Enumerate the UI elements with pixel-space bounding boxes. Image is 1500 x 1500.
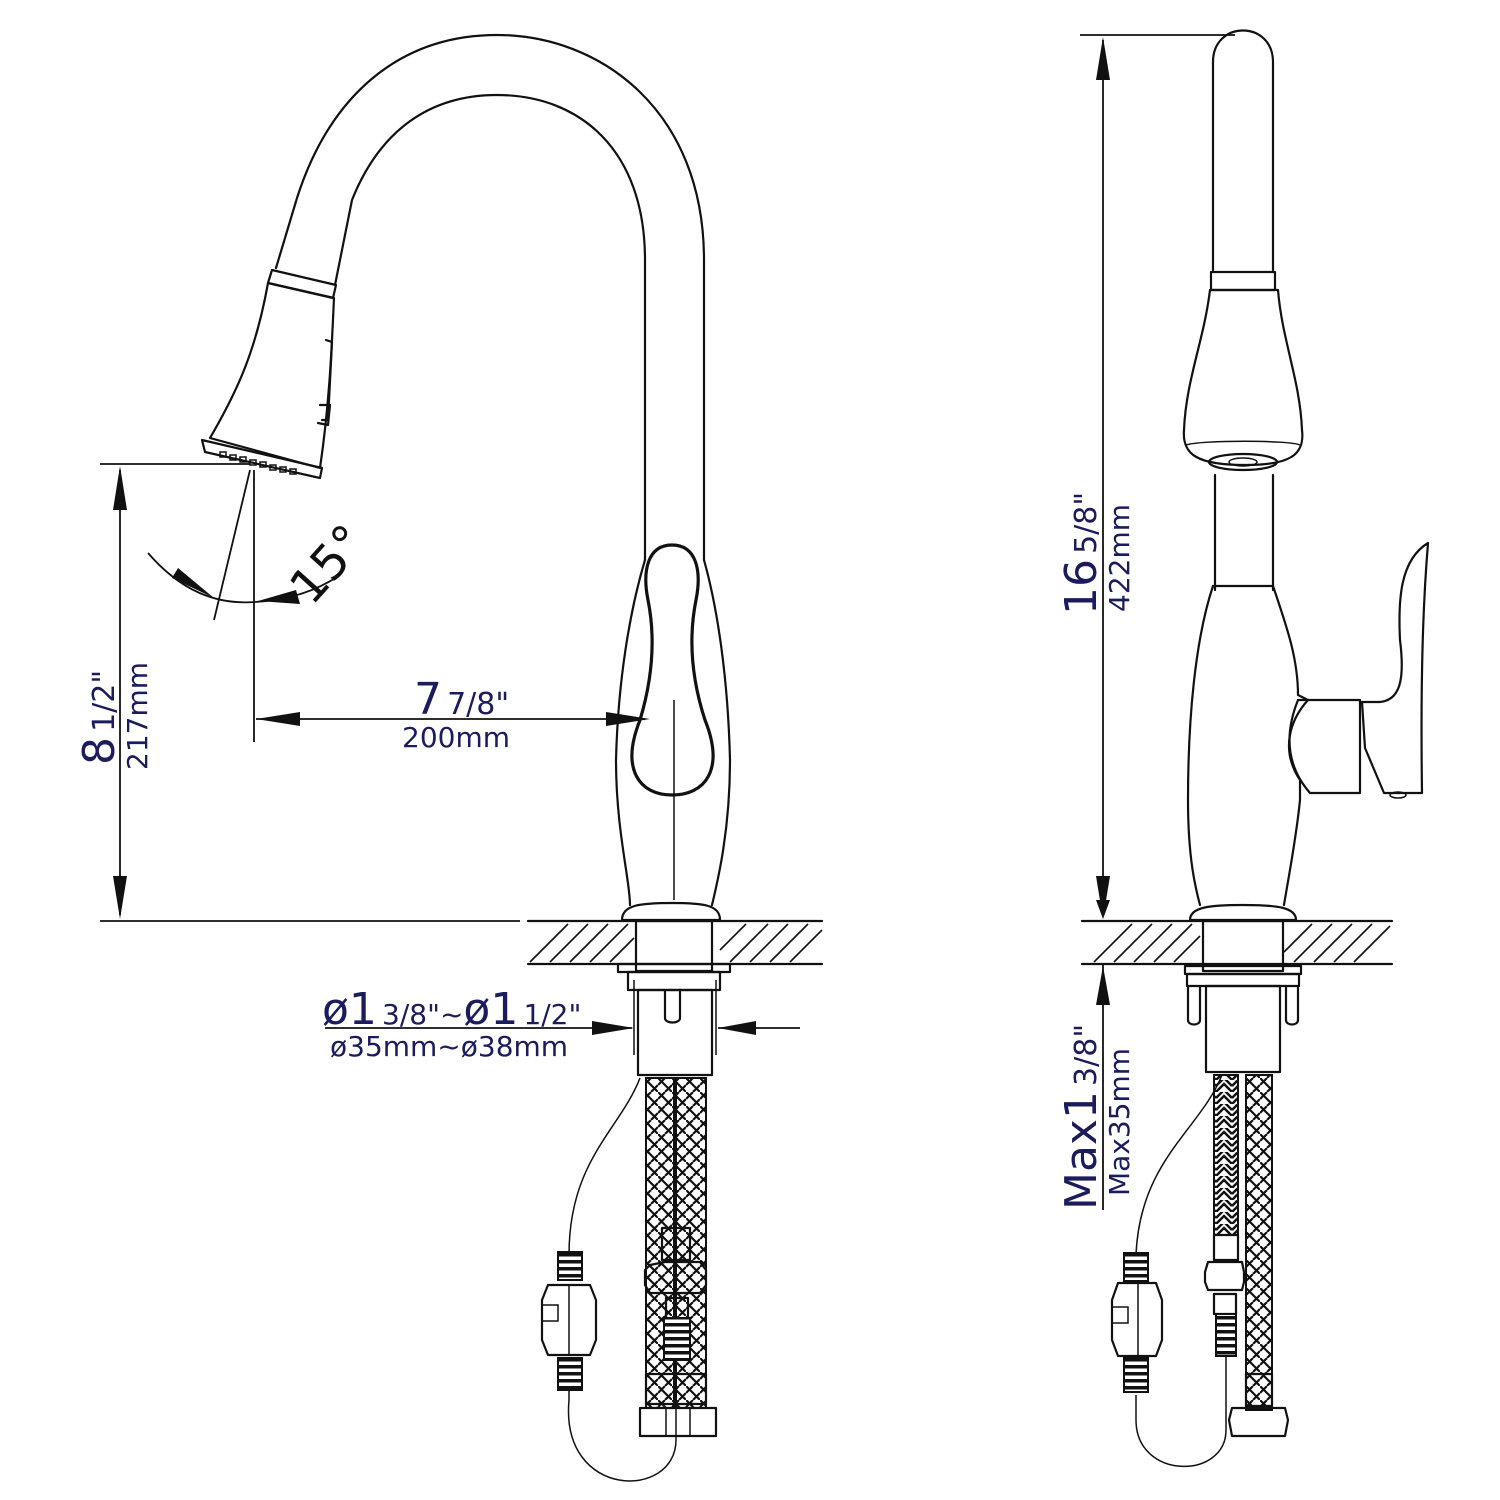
dimension-spout-reach	[253, 470, 650, 742]
dimension-total-height	[1080, 34, 1235, 919]
side-spout	[1209, 29, 1277, 292]
dimension-deck-thickness	[1096, 900, 1110, 1210]
dimension-hole-diameter	[325, 1021, 800, 1035]
dimension-spray-angle	[147, 469, 341, 621]
escutcheon	[620, 901, 722, 922]
side-countertop-section	[1080, 919, 1394, 1074]
hole-diameter-metric: ø35mm~ø38mm	[330, 1030, 569, 1063]
faucet-body	[614, 543, 732, 922]
side-view	[1080, 29, 1430, 1468]
side-body	[1186, 541, 1430, 922]
deck-thickness-imperial: Max1 3/8"	[1056, 1023, 1107, 1210]
spout-reach-metric: 200mm	[402, 721, 510, 754]
total-height-imperial: 16 5/8"	[1056, 491, 1107, 615]
lever-handle	[630, 543, 715, 797]
side-lever-handle	[1360, 541, 1430, 795]
total-height-metric: 422mm	[1103, 504, 1136, 612]
spout-reach-imperial: 7 7/8"	[414, 674, 510, 725]
spray-nozzles	[219, 451, 297, 475]
hole-diameter-imperial: ø1 3/8"~ø1 1/2"	[322, 984, 582, 1035]
spout-height-imperial: 8 1/2"	[74, 669, 125, 765]
spray-face	[1207, 452, 1279, 472]
countertop-section	[526, 919, 824, 1077]
front-view	[100, 33, 824, 1482]
side-spray-head	[1182, 288, 1304, 592]
side-hose-weight	[1110, 1074, 1227, 1468]
spout-height-metric: 217mm	[121, 662, 154, 770]
deck-thickness-metric: Max35mm	[1103, 1047, 1136, 1196]
spray-head	[200, 281, 336, 480]
hose-weight	[540, 1077, 677, 1482]
dimension-spout-height	[100, 463, 520, 922]
supply-hoses	[638, 1077, 718, 1438]
side-supply-hoses	[1203, 1074, 1290, 1438]
